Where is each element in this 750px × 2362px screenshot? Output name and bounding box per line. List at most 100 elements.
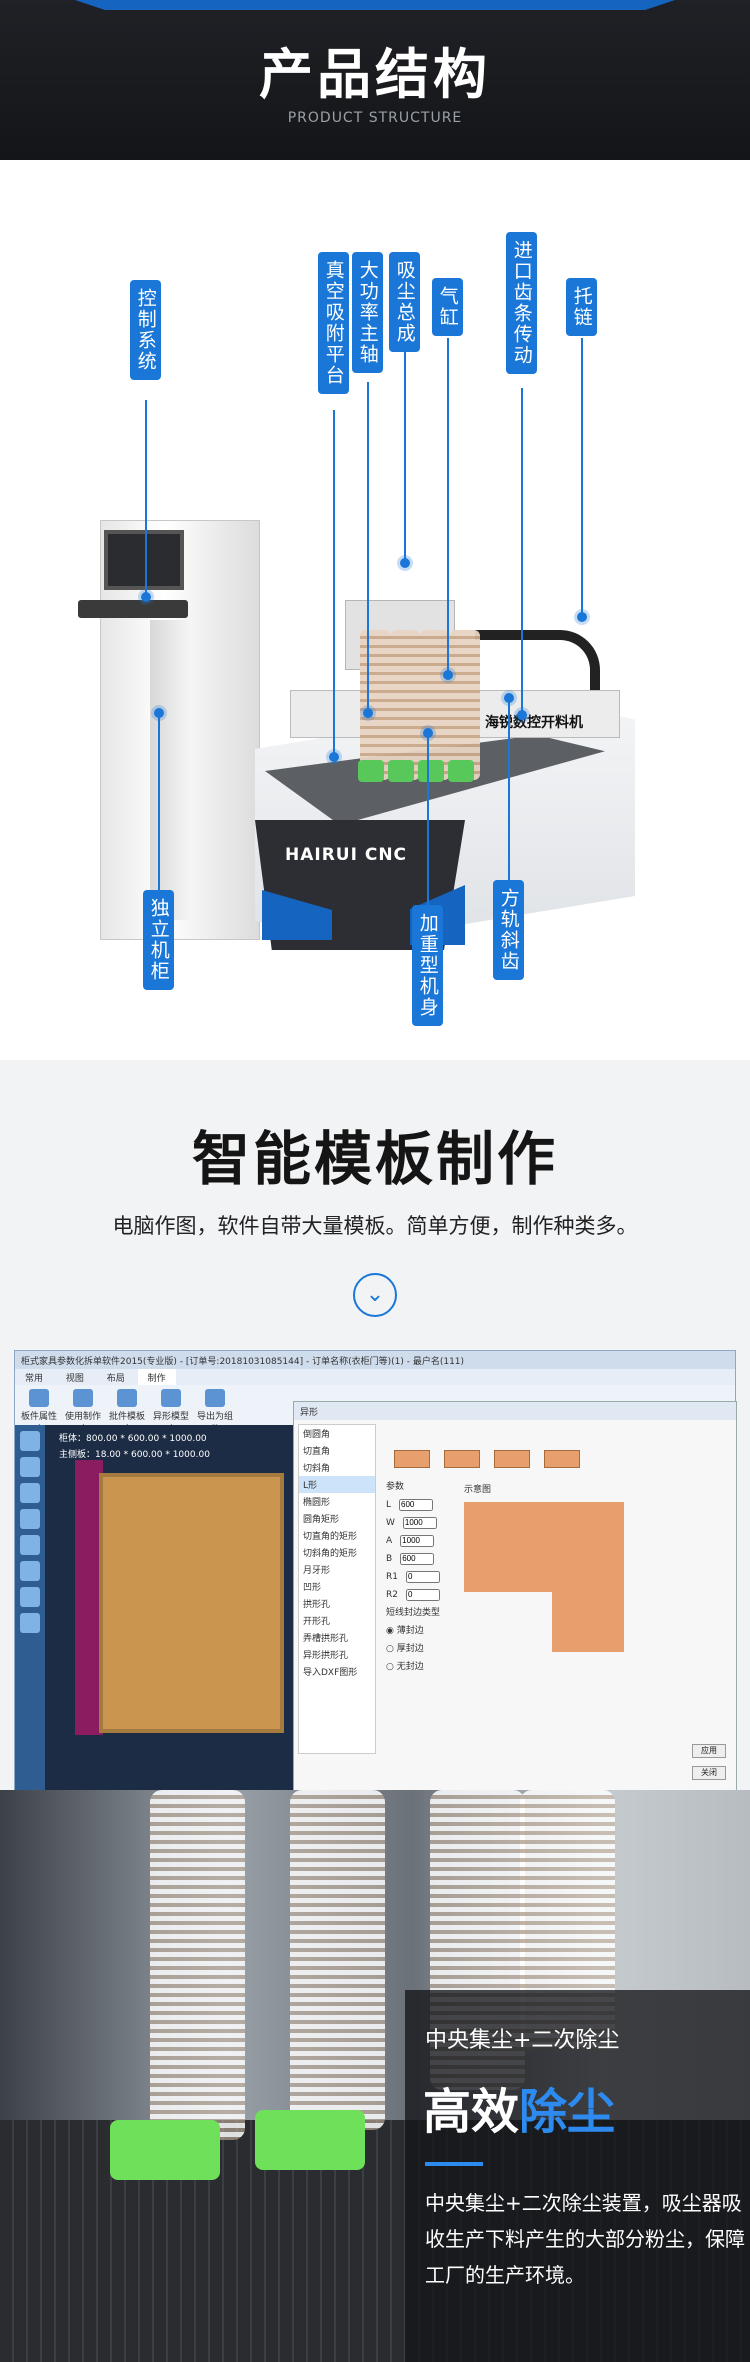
leader-line xyxy=(404,348,406,563)
tool-icon[interactable] xyxy=(20,1535,40,1555)
param-b-input[interactable] xyxy=(400,1552,435,1565)
shape-list-item[interactable]: L形 xyxy=(299,1476,375,1493)
callout-dot xyxy=(141,592,151,602)
param-group: 参数 L W A B R1 R2 短线封边类型 ◉ 薄封边 ○ 厚封边 ○ 无封… xyxy=(386,1478,440,1676)
dust-hose-illustration xyxy=(450,630,480,780)
params-header: 参数 xyxy=(386,1482,405,1492)
header-accent-bar xyxy=(75,0,675,10)
tool-icon[interactable] xyxy=(20,1509,40,1529)
shape-list-item[interactable]: 导入DXF图形 xyxy=(303,1668,358,1678)
shape-list-item[interactable]: 椭圆形 xyxy=(303,1498,331,1508)
tool-palette xyxy=(15,1425,45,1791)
callout-dot xyxy=(443,670,453,680)
label-imported-rack: 进口齿条传动 xyxy=(506,232,537,374)
dust-hose-illustration xyxy=(390,630,420,780)
section-subtitle: PRODUCT STRUCTURE xyxy=(287,110,463,126)
shape-dialog: 异形 倒圆角 切直角 切斜角 L形 椭圆形 圆角矩形 切直角的矩形 切斜角的矩形… xyxy=(293,1401,737,1791)
l-shape-preview xyxy=(464,1502,624,1652)
shape-library-icon xyxy=(161,1389,181,1407)
shape-list-item[interactable]: 凹形 xyxy=(303,1583,322,1593)
tool-icon[interactable] xyxy=(20,1483,40,1503)
monitor-illustration xyxy=(104,530,184,590)
dust-hose-photo xyxy=(150,1790,245,2140)
label-control-system: 控制系统 xyxy=(130,280,161,380)
shape-list-item[interactable]: 切直角的矩形 xyxy=(303,1532,358,1542)
callout-dot xyxy=(363,708,373,718)
edge-mode-label: 短线封边类型 xyxy=(386,1608,441,1618)
make-library-icon xyxy=(73,1389,93,1407)
tab-view[interactable]: 视图 xyxy=(65,1374,84,1384)
label-heavy-body: 加重型机身 xyxy=(412,905,443,1026)
export-icon xyxy=(205,1389,225,1407)
param-r1-input[interactable] xyxy=(405,1570,440,1583)
dust-description: 中央集尘+二次除尘装置，吸尘器吸收生产下料产生的大部分粉尘，保障工厂的生产环境。 xyxy=(425,2191,745,2287)
dialog-title: 异形 xyxy=(294,1402,736,1420)
leader-line xyxy=(333,410,335,755)
callout-dot xyxy=(504,693,514,703)
dust-hose-illustration xyxy=(420,630,450,780)
callout-dot xyxy=(329,752,339,762)
software-title-bar: 柜式家具参数化拆单软件2015(专业版) - [订单号:201810310851… xyxy=(15,1351,735,1369)
leader-line xyxy=(447,338,449,673)
param-l-input[interactable] xyxy=(399,1498,434,1511)
wardrobe-model xyxy=(99,1473,284,1733)
leader-line xyxy=(508,700,510,880)
tab-make[interactable]: 制作 xyxy=(137,1369,176,1386)
label-high-power-spindle: 大功率主轴 xyxy=(352,252,383,373)
shape-list: 倒圆角 切直角 切斜角 L形 椭圆形 圆角矩形 切直角的矩形 切斜角的矩形 月牙… xyxy=(298,1424,376,1754)
edge-mode-option[interactable]: ○ 无封边 xyxy=(386,1662,424,1672)
leader-line xyxy=(145,400,147,595)
section-title: 产品结构 xyxy=(259,43,491,106)
dust-collection-section: 中央集尘+二次除尘 高效除尘 中央集尘+二次除尘装置，吸尘器吸收生产下料产生的大… xyxy=(0,1790,750,2362)
shape-list-item[interactable]: 月牙形 xyxy=(303,1566,331,1576)
spindle-head-illustration xyxy=(418,760,444,782)
product-structure-section: HAIRUI CNC 海锐数控开料机 控制系统 真空吸附平台 大功率主轴 吸尘总… xyxy=(0,160,750,1060)
tool-icon[interactable] xyxy=(20,1457,40,1477)
dust-info-panel: 中央集尘+二次除尘 高效除尘 中央集尘+二次除尘装置，吸尘器吸收生产下料产生的大… xyxy=(405,1990,750,2362)
callout-dot xyxy=(154,708,164,718)
shape-list-item[interactable]: 弄槽拱形孔 xyxy=(303,1634,349,1644)
param-w-input[interactable] xyxy=(402,1516,437,1529)
leader-line xyxy=(521,388,523,713)
shape-thumbnail[interactable] xyxy=(494,1450,530,1468)
panel-library-icon xyxy=(29,1389,49,1407)
shape-list-item[interactable]: 切直角 xyxy=(303,1447,331,1457)
label-vacuum-table: 真空吸附平台 xyxy=(318,252,349,394)
shape-list-item[interactable]: 切斜角的矩形 xyxy=(303,1549,358,1559)
param-r2-input[interactable] xyxy=(405,1588,440,1601)
shape-list-item[interactable]: 拱形孔 xyxy=(303,1600,331,1610)
drag-chain-illustration xyxy=(475,630,600,690)
tool-icon[interactable] xyxy=(20,1613,40,1633)
tool-icon[interactable] xyxy=(20,1431,40,1451)
close-button[interactable]: 关闭 xyxy=(692,1766,726,1780)
param-a-input[interactable] xyxy=(400,1534,435,1547)
shape-list-item[interactable]: 切斜角 xyxy=(303,1464,331,1474)
dust-hose-illustration xyxy=(360,630,390,780)
dust-hose-photo xyxy=(290,1790,385,2130)
shape-thumbnail[interactable] xyxy=(444,1450,480,1468)
edge-mode-option[interactable]: ○ 厚封边 xyxy=(386,1644,424,1654)
machine-brand-text: HAIRUI CNC xyxy=(285,845,408,865)
leader-line xyxy=(427,735,429,905)
apply-button[interactable]: 应用 xyxy=(692,1744,726,1758)
label-air-cylinder: 气缸 xyxy=(432,278,463,336)
shape-list-item[interactable]: 圆角矩形 xyxy=(303,1515,340,1525)
design-canvas[interactable]: 柜体：800.00 * 600.00 * 1000.00 主侧板：18.00 *… xyxy=(45,1425,295,1791)
green-hood-photo xyxy=(110,2120,220,2180)
shape-list-item[interactable]: 开形孔 xyxy=(303,1617,331,1627)
spindle-head-illustration xyxy=(388,760,414,782)
leader-line xyxy=(581,338,583,618)
canvas-info: 柜体：800.00 * 600.00 * 1000.00 主侧板：18.00 *… xyxy=(59,1434,210,1460)
shape-list-item[interactable]: 异形拱形孔 xyxy=(303,1651,349,1661)
tab-common[interactable]: 常用 xyxy=(25,1374,44,1384)
software-screenshot: 柜式家具参数化拆单软件2015(专业版) - [订单号:201810310851… xyxy=(14,1350,737,1791)
shape-list-item[interactable]: 倒圆角 xyxy=(303,1430,331,1440)
tool-icon[interactable] xyxy=(20,1587,40,1607)
tool-icon[interactable] xyxy=(20,1561,40,1581)
keyboard-illustration xyxy=(78,600,188,618)
shape-thumbnail[interactable] xyxy=(394,1450,430,1468)
edge-mode-option[interactable]: ◉ 薄封边 xyxy=(386,1626,424,1636)
callout-dot xyxy=(423,728,433,738)
shape-thumbnail[interactable] xyxy=(544,1450,580,1468)
tab-layout[interactable]: 布局 xyxy=(106,1374,125,1384)
